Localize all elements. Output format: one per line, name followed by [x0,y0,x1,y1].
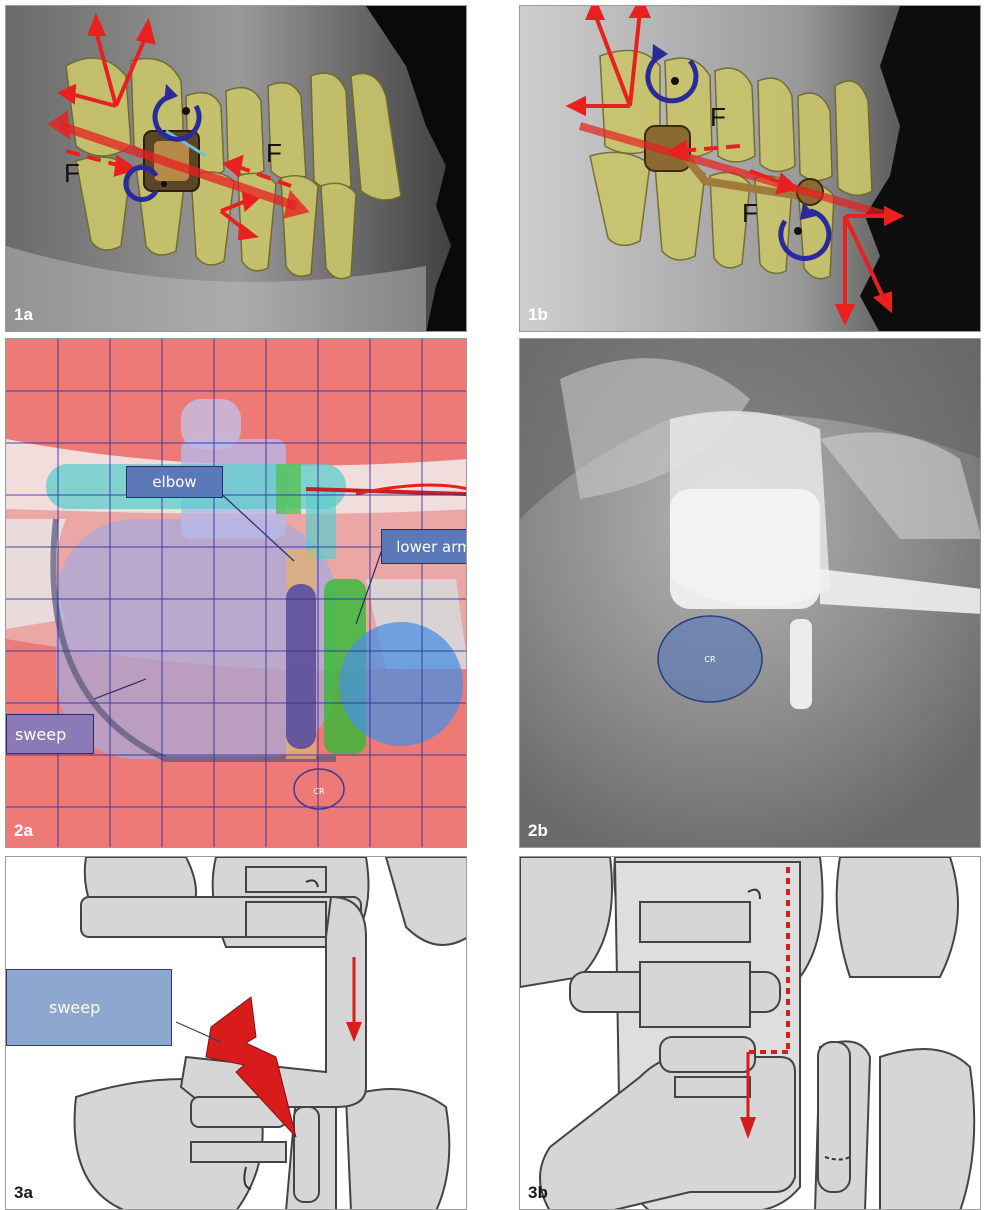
center-dot-1b [671,77,679,85]
panel-label: 1b [528,305,548,325]
sweep-label: sweep [6,714,94,754]
center-dot-1b-lower [794,227,802,235]
sweep-label: sweep [6,969,172,1046]
center-dot-1a-lower [161,181,167,187]
panel-2a: elbow lower arm sweep CR 2a [5,338,467,848]
cr-label: CR [306,784,332,798]
panel-label: 3b [528,1183,548,1203]
panel-3a: sweep 3a [5,856,467,1210]
center-dot-1a [182,107,190,115]
lower-arm-label: lower arm [381,529,467,564]
panel-2a-figure [6,339,467,848]
panel-1a: F F 1a [5,5,467,332]
panel-1b: F F 1b [519,5,981,332]
panel-3b: 3b [519,856,981,1210]
panel-label: 3a [14,1183,33,1203]
cr-label: CR [696,652,724,666]
panel-2b-figure [520,339,981,848]
elbow-label: elbow [126,466,223,498]
panel-label: 2b [528,821,548,841]
panel-2b: CR 2b [519,338,981,848]
force-label: F [64,158,80,189]
panel-label: 2a [14,821,33,841]
panel-3b-figure [520,857,981,1210]
panel-label: 1a [14,305,33,325]
force-label: F [742,198,758,229]
panel-1b-figure [520,6,981,332]
force-label: F [266,138,282,169]
force-label: F [710,102,726,133]
